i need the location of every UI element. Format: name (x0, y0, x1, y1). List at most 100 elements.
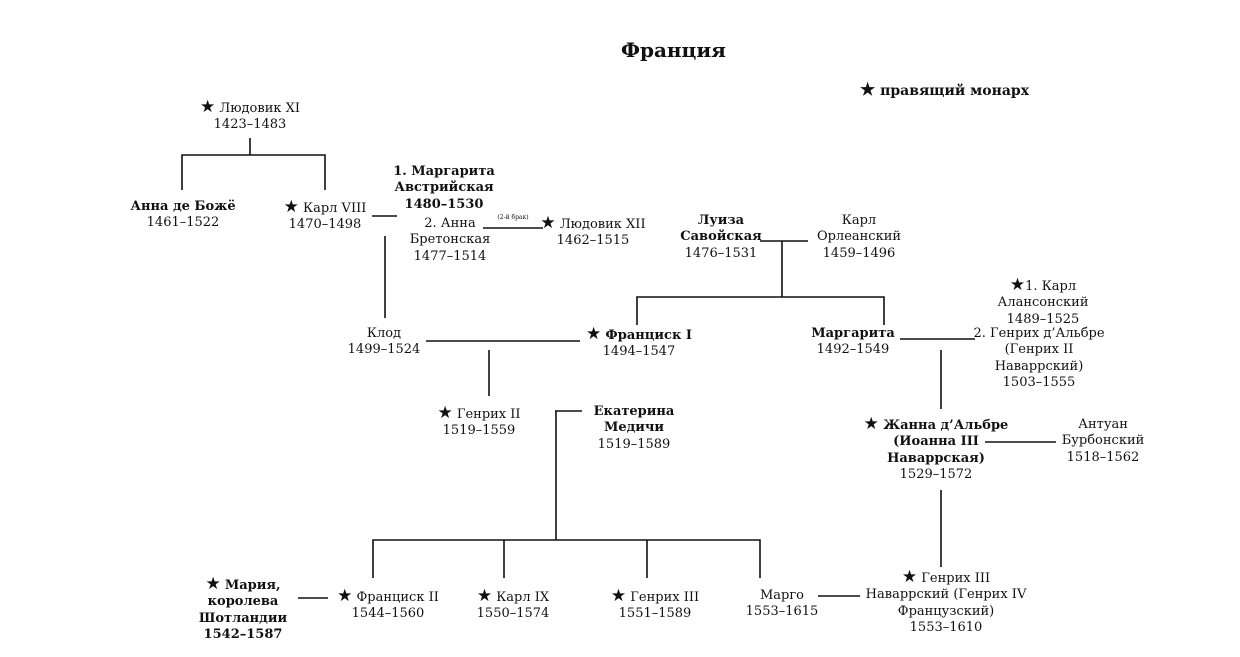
name: Бурбонский (1061, 433, 1145, 449)
star-icon: ★ (476, 586, 493, 606)
line-louise-charles (636, 240, 885, 325)
years: 1553–1615 (745, 604, 819, 620)
name: (Генрих II (1004, 342, 1074, 358)
name: Жанна д’Альбре (883, 418, 1009, 433)
name: 2. Анна (424, 216, 476, 231)
star-icon: ★ (540, 213, 556, 233)
name: Алансонский (997, 295, 1089, 311)
years: 1553–1610 (909, 619, 983, 635)
name: Наваррский) (994, 358, 1084, 374)
name: Луиза (697, 213, 745, 228)
star-icon: ★ (863, 414, 879, 434)
name: Наваррский (Генрих IV (865, 587, 1027, 603)
years: 1477–1514 (413, 248, 487, 264)
years: 1476–1531 (684, 245, 758, 261)
name: Маргарита (811, 326, 895, 341)
legend: ★ правящий монарх (860, 80, 1029, 100)
name: Генрих II (456, 407, 521, 422)
star-icon: ★ (901, 567, 918, 587)
star-icon: ★ (586, 324, 602, 344)
star-icon: ★ (205, 574, 221, 594)
years: 1542–1587 (203, 626, 283, 642)
years: 1519–1589 (597, 436, 671, 452)
name: Медичи (603, 420, 665, 436)
name: Антуан (1078, 417, 1128, 432)
name: Марго (759, 588, 805, 603)
name: Людовик XI (219, 101, 301, 116)
line-louis11-children (181, 138, 326, 190)
years: 1462–1515 (556, 233, 630, 249)
years: 1503–1555 (1002, 374, 1076, 390)
years: 1461–1522 (146, 215, 220, 231)
name: 1. Маргарита (393, 164, 495, 179)
years: 1529–1572 (899, 466, 973, 482)
name: Генрих III (921, 571, 991, 586)
legend-label: правящий монарх (880, 83, 1030, 99)
years: 1499–1524 (347, 342, 421, 358)
line-marguerite-marriage (900, 338, 975, 409)
years: 1551–1589 (618, 606, 692, 622)
name: королева (207, 594, 279, 610)
years: 1519–1559 (442, 423, 516, 439)
name: Карл VIII (303, 201, 367, 216)
page-title: Франция (621, 38, 726, 62)
name: Бретонская (409, 232, 491, 248)
years: 1494–1547 (602, 344, 676, 360)
years: 1423–1483 (213, 117, 287, 133)
star-icon: ★ (1009, 275, 1026, 295)
name: Екатерина (593, 404, 675, 419)
name: Анна де Божё (130, 199, 236, 214)
name: Карл (841, 213, 877, 228)
name: Орлеанский (816, 229, 902, 245)
years: 1492–1549 (816, 342, 890, 358)
star-icon: ★ (199, 97, 216, 117)
name: Наваррская) (887, 450, 985, 466)
star-icon: ★ (437, 403, 453, 423)
years: 1489–1525 (1006, 311, 1080, 327)
marriage-note: (2-й брак) (497, 214, 529, 221)
years: 1459–1496 (822, 245, 896, 261)
years: 1518–1562 (1066, 449, 1140, 465)
name: Шотландии (198, 610, 288, 626)
years: 1470–1498 (288, 217, 362, 233)
star-icon: ★ (860, 80, 876, 100)
name: Австрийская (394, 180, 494, 196)
name: (Иоанна III (893, 434, 979, 450)
name: Савойская (680, 229, 762, 245)
name: Франциск II (356, 590, 439, 605)
name: Генрих III (630, 590, 700, 605)
name: Французский) (897, 603, 995, 619)
name: Карл IX (496, 590, 550, 605)
name: Франциск I (605, 328, 692, 343)
years: 1480–1530 (404, 196, 484, 212)
name: Мария, (224, 578, 281, 593)
star-icon: ★ (337, 586, 353, 606)
line-henry2-catherine (372, 410, 761, 578)
star-icon: ★ (610, 586, 627, 606)
name: 2. Генрих д’Альбре (973, 326, 1105, 341)
